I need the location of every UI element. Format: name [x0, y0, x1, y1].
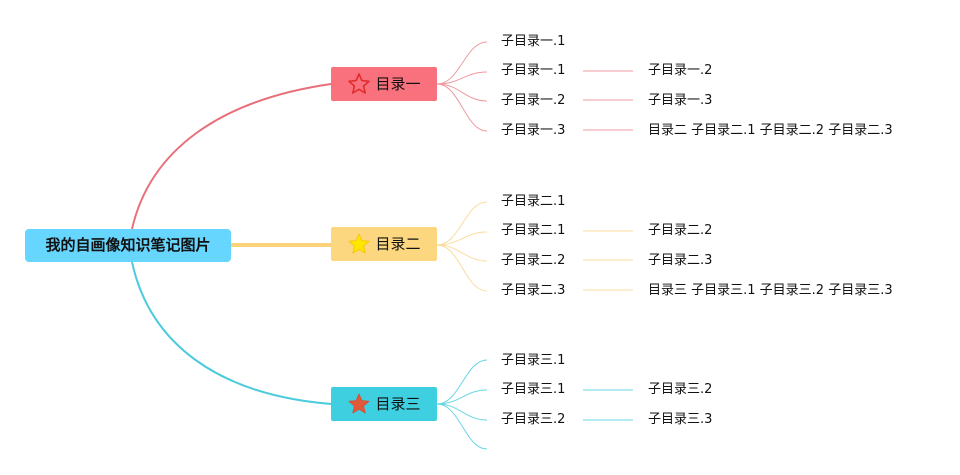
child-node[interactable]: 子目录二.3: [501, 283, 566, 298]
grandchild-node[interactable]: 目录二 子目录二.1 子目录二.2 子目录二.3: [648, 123, 893, 138]
child-node[interactable]: 子目录三.1: [501, 382, 566, 397]
star-orange-icon: [349, 393, 370, 414]
star-yellow-icon: [349, 233, 370, 254]
child-node[interactable]: 子目录一.1: [501, 34, 566, 49]
child-node[interactable]: 子目录二.1: [501, 194, 566, 209]
child-node[interactable]: 子目录一.3: [501, 123, 566, 138]
child-node[interactable]: 子目录一.2: [501, 93, 566, 108]
root-node[interactable]: 我的自画像知识笔记图片: [25, 229, 231, 262]
branch-node-2[interactable]: 目录二: [331, 227, 437, 261]
link-root-b3: [131, 261, 332, 405]
grandchild-node[interactable]: 子目录一.3: [648, 93, 713, 108]
branch-node-3[interactable]: 目录三: [331, 387, 437, 421]
grandchild-node[interactable]: 子目录三.3: [648, 412, 713, 427]
child-node[interactable]: 子目录二.2: [501, 253, 566, 268]
grandchild-node[interactable]: 子目录三.2: [648, 382, 713, 397]
branch-label: 目录三: [375, 395, 421, 413]
branch-label: 目录一: [375, 75, 421, 93]
grandchild-node[interactable]: 目录三 子目录三.1 子目录三.2 子目录三.3: [648, 283, 893, 298]
child-node[interactable]: 子目录一.1: [501, 63, 566, 78]
grandchild-node[interactable]: 子目录二.3: [648, 253, 713, 268]
child-node[interactable]: 子目录三.1: [501, 353, 566, 368]
link-root-b1: [131, 83, 332, 230]
child-node[interactable]: 子目录三.2: [501, 412, 566, 427]
star-outline-icon: [348, 73, 371, 94]
branch-label: 目录二: [375, 235, 421, 253]
grandchild-node[interactable]: 子目录二.2: [648, 223, 713, 238]
child-node[interactable]: 子目录二.1: [501, 223, 566, 238]
branch-node-1[interactable]: 目录一: [331, 67, 437, 101]
grandchild-node[interactable]: 子目录一.2: [648, 63, 713, 78]
